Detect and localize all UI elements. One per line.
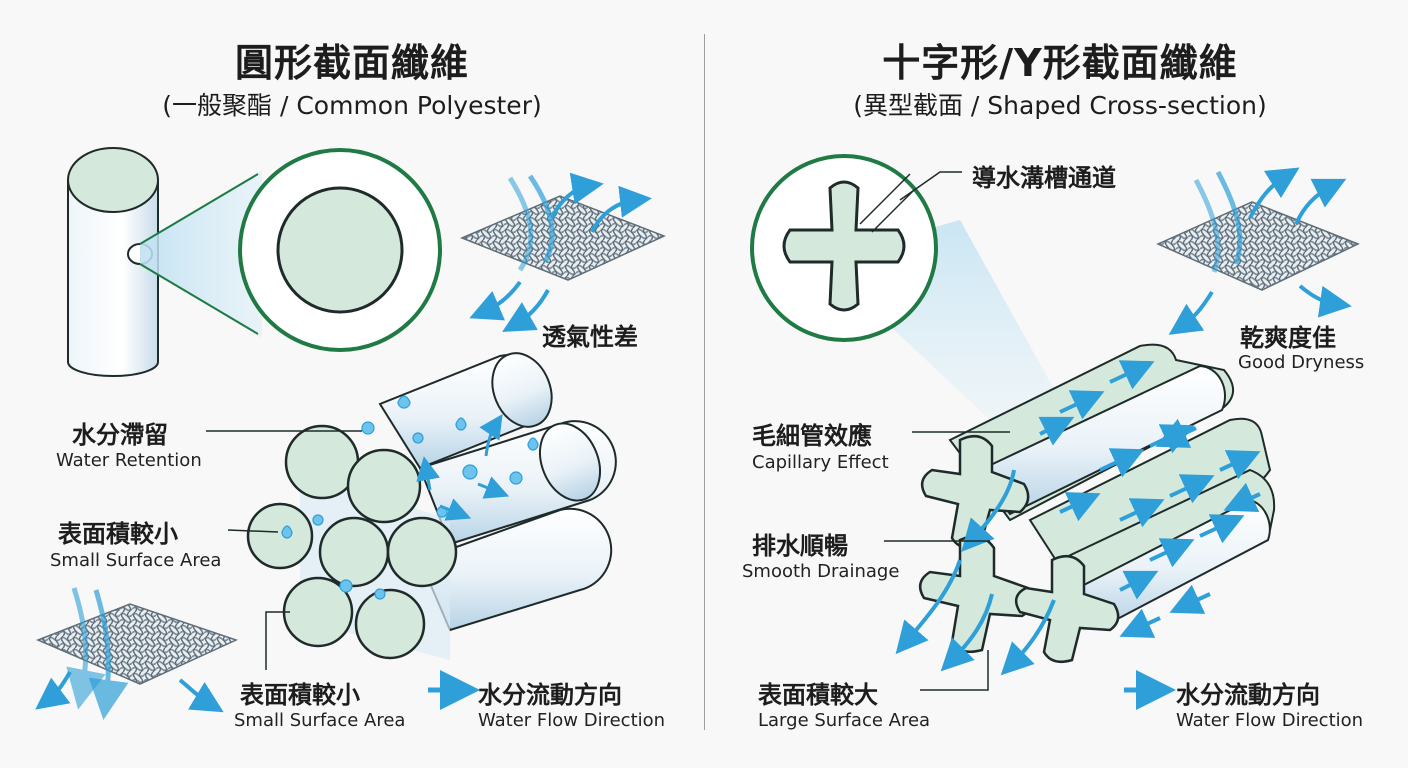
label-large-surface-zh: 表面積較大 [758, 681, 878, 709]
label-smooth-drainage-zh: 排水順暢 [752, 532, 848, 560]
fabric-swatch-poor-breathability [460, 172, 666, 332]
label-poor-breathability: 透氣性差 [542, 323, 638, 351]
label-small-surface-en-1: Small Surface Area [50, 550, 222, 571]
left-title: 圓形截面纖維 [234, 41, 469, 85]
right-title: 十字形/Y形截面纖維 [882, 41, 1238, 85]
panel-divider [704, 34, 705, 730]
label-water-retention-zh: 水分滯留 [72, 421, 168, 449]
label-flow-direction-en-left: Water Flow Direction [478, 710, 666, 731]
label-good-dryness-zh: 乾爽度佳 [1240, 324, 1336, 352]
label-small-surface-zh-2: 表面積較小 [240, 681, 360, 709]
label-small-surface-en-2: Small Surface Area [234, 710, 406, 731]
label-capillary-zh: 毛細管效應 [752, 422, 872, 450]
round-cross-section-magnified [238, 148, 442, 352]
label-water-retention-en: Water Retention [56, 450, 202, 471]
fabric-swatch-bottom-left [35, 587, 239, 720]
fabric-swatch-good-dryness [1156, 167, 1360, 335]
single-round-fiber [67, 147, 159, 377]
label-drainage-channel: 導水溝槽通道 [972, 164, 1116, 192]
label-smooth-drainage-en: Smooth Drainage [742, 561, 900, 582]
round-fiber-bundle [246, 352, 617, 660]
label-good-dryness-en: Good Dryness [1238, 352, 1365, 373]
label-small-surface-zh-1: 表面積較小 [58, 520, 178, 548]
label-flow-direction-zh-right: 水分流動方向 [1176, 681, 1320, 709]
label-capillary-en: Capillary Effect [752, 452, 889, 473]
label-large-surface-en: Large Surface Area [758, 710, 931, 731]
label-flow-direction-en-right: Water Flow Direction [1176, 710, 1364, 731]
zoom-beam-left [140, 170, 262, 338]
grooved-fiber-bundle [895, 343, 1276, 676]
right-subtitle: (異型截面 / Shaped Cross-section) [853, 91, 1267, 120]
cross-section-magnified [750, 154, 1060, 420]
label-flow-direction-zh-left: 水分流動方向 [478, 681, 622, 709]
left-subtitle: (一般聚酯 / Common Polyester) [162, 91, 542, 120]
